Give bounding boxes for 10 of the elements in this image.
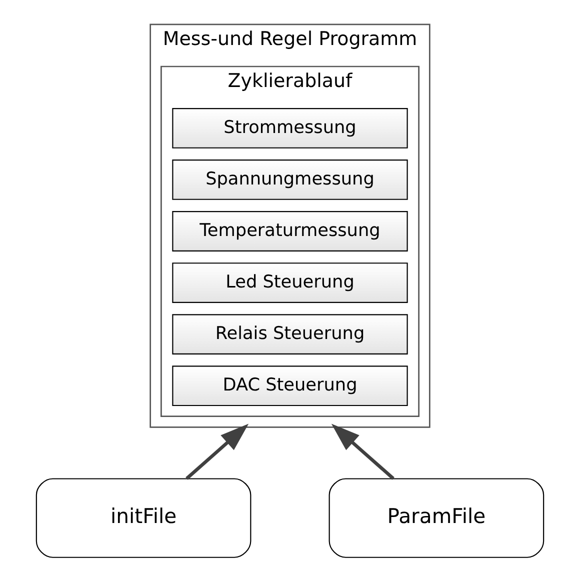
node-box: DAC Steuerung [172,366,408,406]
node-box: Strommessung [172,108,408,148]
arrow [331,424,394,480]
node-box: initFile [36,478,252,558]
arrow [186,424,249,480]
node-box: Temperaturmessung [172,211,408,252]
node-box: Relais Steuerung [172,314,408,355]
node-box: Spannungmessung [172,160,408,200]
node-box: ParamFile [328,478,544,558]
node-box: Led Steuerung [172,262,408,303]
